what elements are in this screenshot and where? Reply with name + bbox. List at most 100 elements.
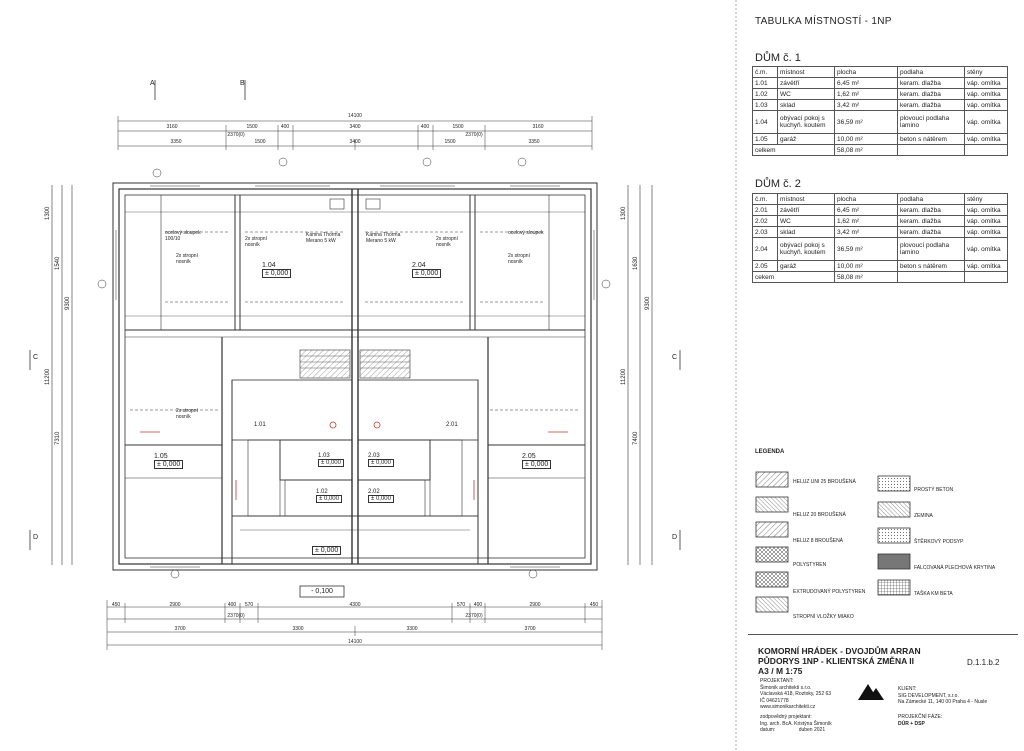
table-header-row: č.m. místnost plocha podlaha stěny [752, 193, 1008, 205]
room-2-03: 2.03 ± 0,000 [368, 453, 394, 467]
legend-swatches [755, 471, 911, 613]
dim-bot-overall: 14100 [348, 639, 362, 645]
table-total-row: celkem 58,08 m² [752, 144, 1008, 156]
dim-bot-mod-left: 2370(0) [227, 613, 245, 619]
note-stove-left: Kamna Thorma Merano 5 kW [306, 232, 341, 244]
designer-label: PROJEKTANT: [760, 678, 794, 684]
dim-bot-4: 570 [244, 602, 254, 608]
dim-bot-3: 400 [227, 602, 237, 608]
note-beam-1: 2x stropní nosník [176, 253, 198, 265]
level-marker: ± 0,000 [368, 495, 394, 503]
section-label-b: B [240, 80, 245, 87]
note-beam-3: 2x stropní nosník [436, 236, 458, 248]
dim-bot-row2-2: 3300 [292, 626, 304, 632]
room-2-04: 2.04 ± 0,000 [412, 262, 442, 278]
dim-left-4: 11200 [45, 368, 51, 385]
room-number: 2.03 [368, 453, 380, 459]
dim-bot-1: 450 [111, 602, 121, 608]
designer-line: Václavská 418, Roztoky, 252 63 [760, 691, 832, 697]
client-line: Na Zámecké 11, 140 00 Praha 4 - Nusle [898, 699, 988, 705]
client-block: KLIENT: SIG DEVELOPMENT, s.r.o. Na Zámec… [898, 686, 987, 706]
dim-right-3: 9300 [645, 296, 651, 310]
dim-top-row2-4: 1500 [444, 139, 456, 145]
level-marker: ± 0,000 [522, 460, 552, 469]
phase-value: DÚR + DSP [898, 720, 925, 727]
dim-bot-row2-1: 3700 [174, 626, 186, 632]
dim-top-row2-1: 3350 [170, 139, 182, 145]
legend-item: HELUZ UNI 25 BROUŠENÁ [793, 479, 856, 485]
note-steel-column-right: ocelový sloupek [508, 230, 544, 236]
date-value: duben 2021 [798, 727, 826, 733]
note-stove-right: Kamna Thorma Merano 5 kW [366, 232, 401, 244]
dim-top-5: 400 [420, 124, 430, 130]
dim-bot-9: 450 [589, 602, 599, 608]
section-label-d-left: D [33, 534, 39, 541]
drawing-name: PŮDORYS 1NP - KLIENTSKÁ ZMĚNA II [758, 656, 915, 666]
project-name: KOMORNÍ HRÁDEK - DVOJDŮM ARRAN [758, 646, 921, 656]
dim-left-3: 9300 [65, 296, 71, 310]
dim-left-2: 1540 [55, 256, 61, 270]
dim-bot-8: 2900 [529, 602, 541, 608]
room-2-01: 2.01 [446, 422, 458, 428]
dim-top-row2-2: 1500 [254, 139, 266, 145]
section-label-d-right: D [672, 534, 678, 541]
dim-right-1: 1300 [621, 206, 627, 220]
dim-right-4: 11200 [621, 368, 627, 385]
dim-top-7: 3160 [532, 124, 544, 130]
client-line: SIG DEVELOPMENT, s.r.o. [898, 692, 959, 699]
date-label: datum: [760, 727, 776, 733]
phase-label: PROJEKČNÍ FÁZE: [898, 714, 943, 720]
level-marker: ± 0,000 [316, 495, 342, 503]
room-number: 1.03 [318, 453, 330, 459]
dim-top-mod-right: 2370(0) [465, 132, 483, 138]
dim-top-row2-3: 3400 [349, 139, 361, 145]
note-beam-5: 2x stropní nosník [176, 408, 198, 420]
designer-line: IČ 04621778 [760, 697, 789, 704]
dim-top-2: 1500 [246, 124, 258, 130]
level-marker: ± 0,000 [154, 460, 184, 469]
responsible-block: zodpovědný projektant: Ing. arch. BcA. K… [760, 714, 832, 734]
dim-bot-row2-3: 3300 [406, 626, 418, 632]
dim-bot-2: 2900 [169, 602, 181, 608]
dim-bot-6: 570 [456, 602, 466, 608]
level-marker-shared: ± 0,000 [312, 546, 342, 555]
responsible-name: Ing. arch. BcA. Kristýna Šimoník [760, 720, 832, 727]
room-1-03: 1.03 ± 0,000 [318, 453, 344, 467]
note-steel-column-left: ocelový sloupek 100/10 [165, 230, 201, 242]
client-label: KLIENT: [898, 686, 917, 692]
dim-bot-row2-4: 3700 [524, 626, 536, 632]
legend-item: HELUZ 20 BROUŠENÁ [793, 512, 846, 518]
room-number: 2.04 [412, 262, 426, 269]
dim-left-1: 1300 [45, 206, 51, 220]
note-beam-2: 2x stropní nosník [245, 236, 267, 248]
section-label-c-left: C [33, 354, 39, 361]
responsible-label: zodpovědný projektant: [760, 714, 812, 720]
dim-top-6: 1500 [452, 124, 464, 130]
house-1-title: DŮM č. 1 [755, 52, 801, 64]
date-row: datum: duben 2021 [760, 727, 832, 734]
room-number: 1.05 [154, 453, 168, 460]
legend-item: HELUZ 8 BROUŠENÁ [793, 538, 844, 544]
legend-item: ZEMINA [914, 513, 933, 519]
legend-item: TAŠKA KM BETA [914, 591, 953, 597]
room-2-02: 2.02 ± 0,000 [368, 489, 394, 503]
dim-right-5: 7400 [633, 431, 639, 445]
legend-item: POLYSTYREN [793, 562, 827, 568]
room-1-01: 1.01 [254, 422, 266, 428]
title-block-divider [748, 634, 1018, 635]
room-2-05: 2.05 ± 0,000 [522, 453, 552, 469]
dim-top-overall: 14100 [348, 113, 362, 119]
room-table-title: TABULKA MÍSTNOSTÍ - 1NP [755, 16, 892, 27]
table-header-row: č.m. místnost plocha podlaha stěny [752, 66, 1008, 78]
